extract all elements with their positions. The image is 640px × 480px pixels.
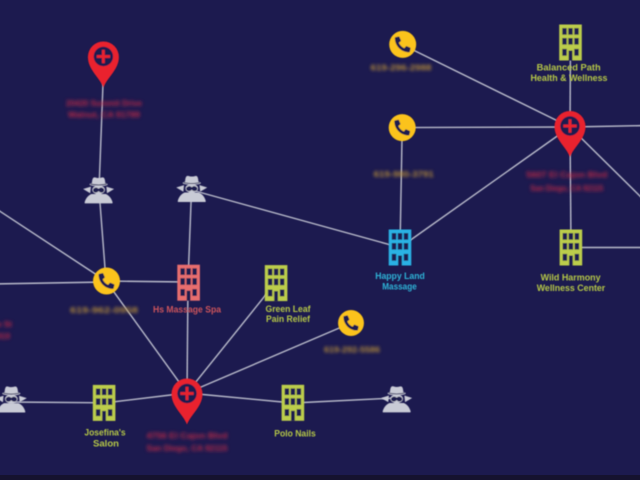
svg-text:20420 Summit Drive: 20420 Summit Drive	[66, 99, 142, 108]
svg-text:619-292-5586: 619-292-5586	[324, 345, 380, 355]
svg-text:619-980-3791: 619-980-3791	[374, 169, 434, 179]
svg-text:4756 El Cajon Blvd: 4756 El Cajon Blvd	[147, 432, 228, 441]
svg-text:Massage: Massage	[382, 282, 417, 292]
svg-text:Health & Wellness: Health & Wellness	[531, 73, 608, 83]
svg-text:Josefina's: Josefina's	[84, 428, 125, 438]
svg-text:Salon: Salon	[93, 439, 119, 449]
svg-text:Balanced Path: Balanced Path	[537, 63, 601, 73]
svg-text:Hs Massage Spa: Hs Massage Spa	[153, 305, 221, 315]
svg-text:Wild Harmony: Wild Harmony	[541, 273, 601, 283]
svg-text:Wellness Center: Wellness Center	[537, 283, 606, 293]
svg-text:Green Leaf: Green Leaf	[266, 304, 311, 314]
svg-text:Walnut, CA 91789: Walnut, CA 91789	[68, 111, 140, 120]
svg-text:San Diego, CA 92115: San Diego, CA 92115	[147, 444, 228, 453]
svg-text:Chula Vista, CA 919: Chula Vista, CA 919	[0, 332, 10, 341]
svg-text:Happy Land: Happy Land	[375, 271, 425, 281]
svg-text:5607 El Cajon Blvd: 5607 El Cajon Blvd	[526, 171, 607, 180]
svg-text:1234 Somewhere St: 1234 Somewhere St	[0, 320, 12, 329]
svg-text:619-296-2988: 619-296-2988	[371, 63, 432, 73]
svg-text:San Diego, CA 92115: San Diego, CA 92115	[530, 184, 603, 193]
svg-text:Pain Relief: Pain Relief	[266, 314, 310, 324]
svg-text:619-962-0958: 619-962-0958	[70, 305, 138, 315]
svg-text:Polo Nails: Polo Nails	[274, 429, 316, 439]
